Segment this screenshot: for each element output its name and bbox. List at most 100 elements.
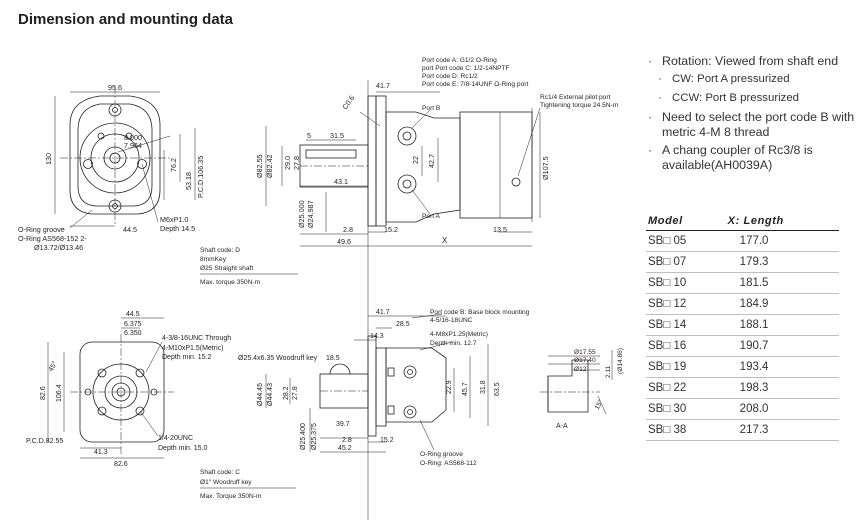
dim-label: 45.2 [338,445,352,452]
model-cell: SB□ 30 [646,398,726,420]
dim-label: 4-3/8-16UNC Through [162,335,231,342]
dim-label: 18.5 [326,355,340,362]
model-cell: SB□ 38 [646,419,726,441]
length-cell: 181.5 [725,272,839,294]
model-cell: SB□ 12 [646,293,726,315]
oring-label: O-Ring groove [420,451,463,458]
length-cell: 184.9 [725,293,839,315]
dim-label: Ø44.43 [267,383,274,406]
dim-label: 6.350 [124,330,142,337]
shaft-d-label: 8mmKey [200,256,227,263]
dim-label: O-Ring groove [18,225,65,234]
bottom-side-view [265,313,489,453]
length-cell: 188.1 [725,314,839,336]
length-column-header: X: Length [725,213,839,231]
dim-label: O-Ring AS568-152 2- [18,234,87,243]
shaft-d-label: Ø25 Straight shaft [200,265,253,272]
dim-label: 31.5 [330,131,344,140]
port-code-label: Port code A: G1/2 O-Ring [422,57,497,64]
dim-label: 28.2 [283,386,290,400]
model-cell: SB□ 16 [646,335,726,357]
length-cell: 217.3 [725,419,839,441]
port-code-b-label: Depth min. 12.7 [430,340,477,347]
dim-label: 27.8 [292,386,299,400]
port-code-b-label: 4-5/16-18UNC [430,317,473,324]
dim-label: M6xP1.0 [160,215,188,224]
port-b-label: Port B [422,105,441,112]
dim-label: 28.5 [396,321,410,328]
dim-label: 95.6 [108,83,122,92]
note-rotation: ·Rotation: Viewed from shaft end [648,54,839,68]
dim-label: 22 [411,156,420,164]
dim-label: Depth min. 15.2 [162,354,212,361]
dim-label: Ø25.000 [297,200,306,228]
pilot-port-label: Rc1/4 External pilot port [540,94,611,101]
dim-label: C0.6 [340,94,356,112]
shaft-d-label: Max. torque 350N-m [200,279,261,286]
dim-label: Ø25.4x6.35 Woodruff key [238,355,318,362]
dim-label: 44.5 [123,225,137,234]
model-cell: SB□ 10 [646,272,726,294]
length-cell: 177.0 [725,230,839,252]
shaft-c-label: Shaft code: C [200,469,240,476]
dim-label: Ø17.40 [574,357,596,364]
table-header-row: Model X: Length [646,213,839,231]
dim-label: 39.7 [336,421,350,428]
dim-label: 63.5 [494,382,501,396]
dim-label: 41.7 [376,81,390,90]
dim-label: 31.8 [480,380,487,394]
length-cell: 198.3 [725,377,839,399]
model-cell: SB□ 19 [646,356,726,378]
dim-label: 49.6 [337,237,351,246]
dim-label: 45° [47,360,59,373]
dim-label: 44.5 [126,311,140,318]
dim-label: 7.964 [124,141,142,150]
port-a-label: Port A [422,213,441,220]
dim-label: Ø44.45 [257,383,264,406]
top-front-view [54,86,196,229]
note-ccw: ·CCW: Port B pressurized [658,92,800,104]
section-a-a [540,350,613,415]
section-label: A-A [556,423,568,430]
dim-label: 42.7 [427,154,436,168]
dim-label: (Ø14.86) [617,348,624,374]
length-cell: 190.7 [725,335,839,357]
dim-label: 53.18 [184,172,193,190]
note-cw: ·CW: Port A pressurized [658,73,790,85]
port-code-label: port Port code C: 1/2-14NPTF [422,65,510,72]
dim-label: 15.2 [380,437,394,444]
length-cell: 208.0 [725,398,839,420]
dim-label: Ø82.42 [265,154,274,178]
port-code-b-label: Port code B: Base block mounting [430,309,530,316]
dim-label: 22.9 [446,380,453,394]
dim-label: 29.0 [283,156,292,170]
shaft-c-label: Ø1" Woodruff key [200,479,252,486]
page-title: Dimension and mounting data [18,11,234,28]
dim-label: 130 [44,153,53,165]
dim-label: Ø82.55 [255,154,264,178]
shaft-d-label: Shaft code: D [200,247,240,254]
dim-label: P.C.D.106.35 [196,156,205,198]
dim-label: Ø24.987 [306,200,315,228]
dim-label: 8.000 [124,133,142,142]
dim-label: 27.8 [292,156,301,170]
port-code-label: Port code E: 7/8-14UNF O-Ring port [422,81,528,88]
dim-label: Ø25.375 [311,423,318,450]
dim-label: 43.1 [334,177,348,186]
length-cell: 193.4 [725,356,839,378]
model-cell: SB□ 07 [646,251,726,273]
note-coupler: ·A chang coupler of Rc3/8 is available(A… [648,143,813,172]
dim-label: Ø13.72/Ø13.46 [34,243,83,252]
model-cell: SB□ 05 [646,230,726,252]
dim-label: 2.11 [605,365,612,378]
pilot-port-label: Tightening torque 24.5N-m [540,102,619,109]
dim-label: 5 [307,131,311,140]
